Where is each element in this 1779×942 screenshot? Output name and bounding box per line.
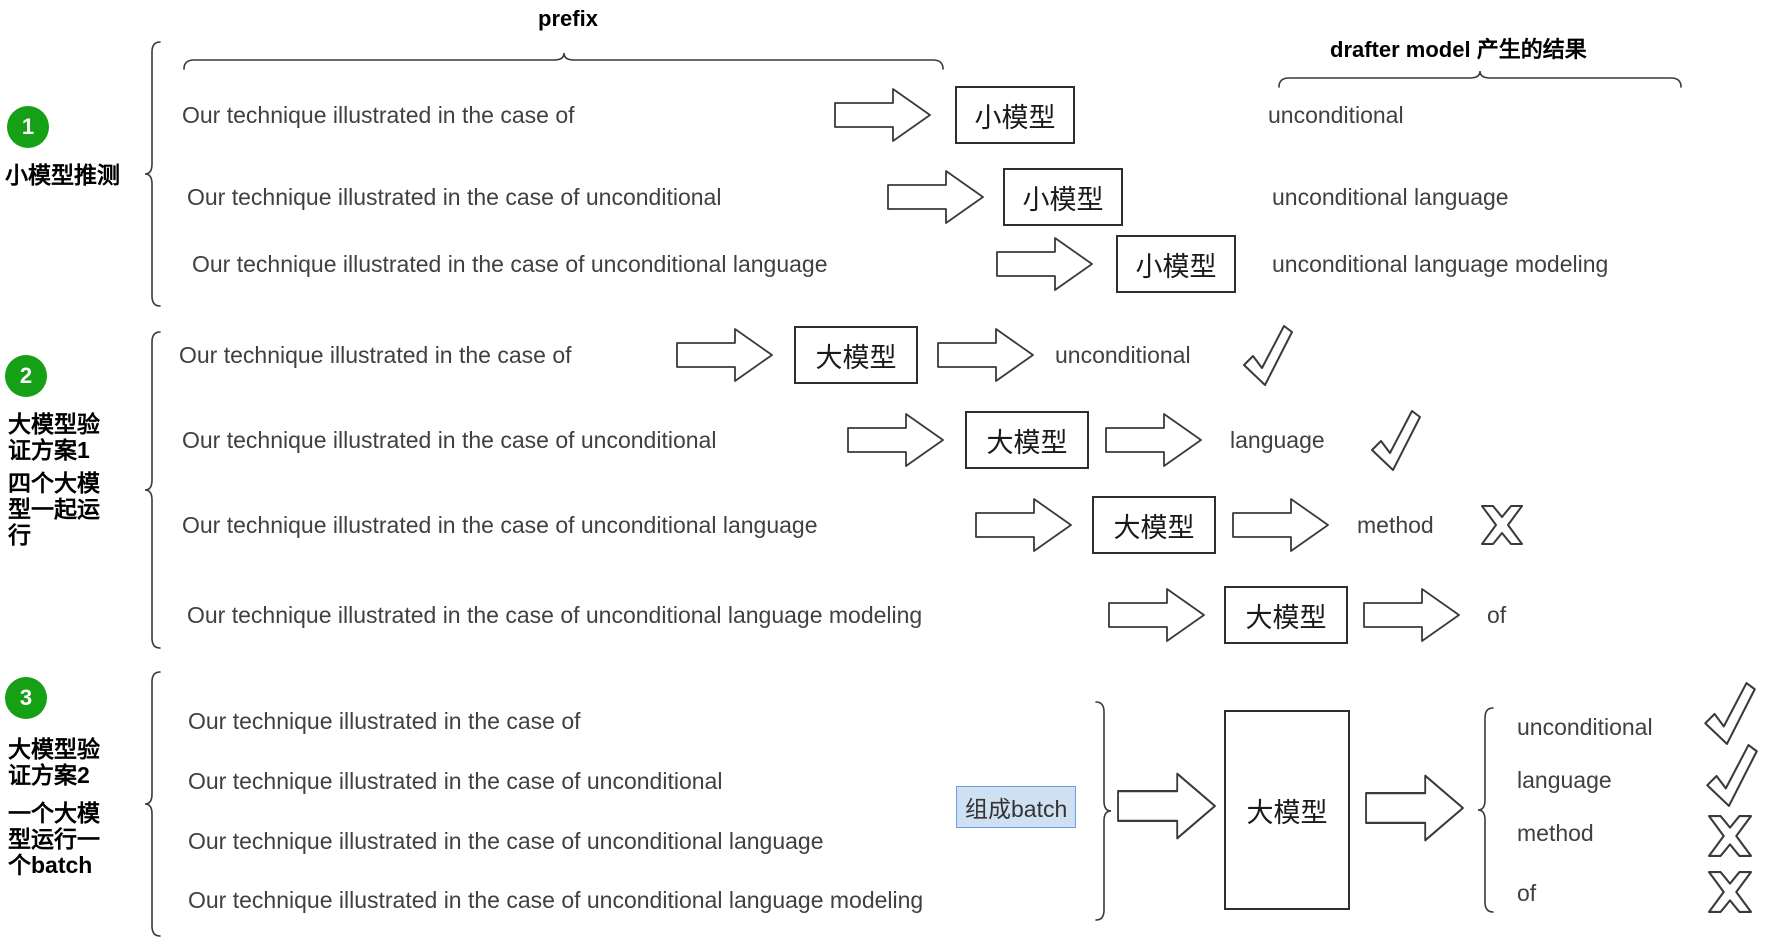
right-arrow-icon — [937, 328, 1034, 382]
prefix-text: Our technique illustrated in the case of… — [188, 887, 924, 913]
verify-output-text: language — [1230, 427, 1325, 453]
section-3-brace-icon — [144, 671, 161, 937]
prefix-label: prefix — [538, 6, 598, 31]
right-arrow-icon — [1108, 588, 1205, 642]
verify-output-text: of — [1517, 880, 1537, 906]
right-arrow-icon — [834, 88, 931, 142]
right-arrow-icon — [1117, 772, 1216, 840]
draft-output-text: unconditional — [1268, 102, 1404, 128]
prefix-text: Our technique illustrated in the case of… — [182, 512, 818, 538]
outputs-group-brace-icon — [1477, 707, 1494, 913]
prefix-text: Our technique illustrated in the case of — [188, 708, 581, 734]
batch-highlight-label: 组成batch — [956, 786, 1077, 828]
large-model-box: 大模型 — [965, 411, 1089, 469]
section-2-subtitle: 四个大模型一起运行 — [8, 470, 100, 548]
large-model-box: 大模型 — [1224, 586, 1348, 644]
prefix-text: Our technique illustrated in the case of… — [187, 602, 923, 628]
section-3-badge: 3 — [5, 677, 47, 719]
right-arrow-icon — [1105, 413, 1202, 467]
large-model-box: 大模型 — [1092, 496, 1216, 554]
check-icon — [1243, 325, 1293, 386]
verify-output-text: unconditional — [1055, 342, 1191, 368]
cross-icon — [1708, 815, 1752, 857]
small-model-box: 小模型 — [1116, 235, 1236, 293]
prefix-text: Our technique illustrated in the case of… — [188, 768, 723, 794]
section-1-brace-icon — [144, 41, 161, 307]
drafter-overbrace-icon — [1278, 70, 1682, 88]
check-icon — [1371, 410, 1421, 471]
section-2-title: 大模型验证方案1 — [8, 411, 100, 463]
section-1-title: 小模型推测 — [5, 162, 120, 188]
verify-output-text: of — [1487, 602, 1507, 628]
batch-group-brace-icon — [1095, 701, 1112, 921]
large-model-batch-box: 大模型 — [1224, 710, 1350, 910]
verify-output-text: unconditional — [1517, 714, 1653, 740]
prefix-text: Our technique illustrated in the case of… — [192, 251, 828, 277]
drafter-result-label: drafter model 产生的结果 — [1330, 37, 1587, 62]
cross-icon — [1481, 505, 1523, 545]
draft-output-text: unconditional language — [1272, 184, 1509, 210]
right-arrow-icon — [887, 170, 984, 224]
right-arrow-icon — [847, 413, 944, 467]
check-icon — [1704, 682, 1756, 745]
right-arrow-icon — [1363, 588, 1460, 642]
prefix-text: Our technique illustrated in the case of — [179, 342, 572, 368]
prefix-text: Our technique illustrated in the case of… — [187, 184, 722, 210]
check-icon — [1706, 744, 1758, 807]
section-1-badge: 1 — [7, 106, 49, 148]
small-model-box: 小模型 — [1003, 168, 1123, 226]
section-3-subtitle: 一个大模型运行一个batch — [8, 800, 100, 878]
small-model-box: 小模型 — [955, 86, 1075, 144]
cross-icon — [1708, 871, 1752, 913]
verify-output-text: method — [1357, 512, 1434, 538]
prefix-text: Our technique illustrated in the case of — [182, 102, 575, 128]
right-arrow-icon — [1232, 498, 1329, 552]
section-3-title: 大模型验证方案2 — [8, 736, 100, 788]
prefix-text: Our technique illustrated in the case of… — [188, 828, 824, 854]
section-2-badge: 2 — [5, 355, 47, 397]
large-model-box: 大模型 — [794, 326, 918, 384]
prefix-text: Our technique illustrated in the case of… — [182, 427, 717, 453]
verify-output-text: method — [1517, 820, 1594, 846]
right-arrow-icon — [1365, 774, 1464, 842]
verify-output-text: language — [1517, 767, 1612, 793]
draft-output-text: unconditional language modeling — [1272, 251, 1609, 277]
prefix-overbrace-icon — [183, 52, 944, 70]
right-arrow-icon — [676, 328, 773, 382]
right-arrow-icon — [996, 237, 1093, 291]
section-2-brace-icon — [144, 331, 161, 649]
right-arrow-icon — [975, 498, 1072, 552]
